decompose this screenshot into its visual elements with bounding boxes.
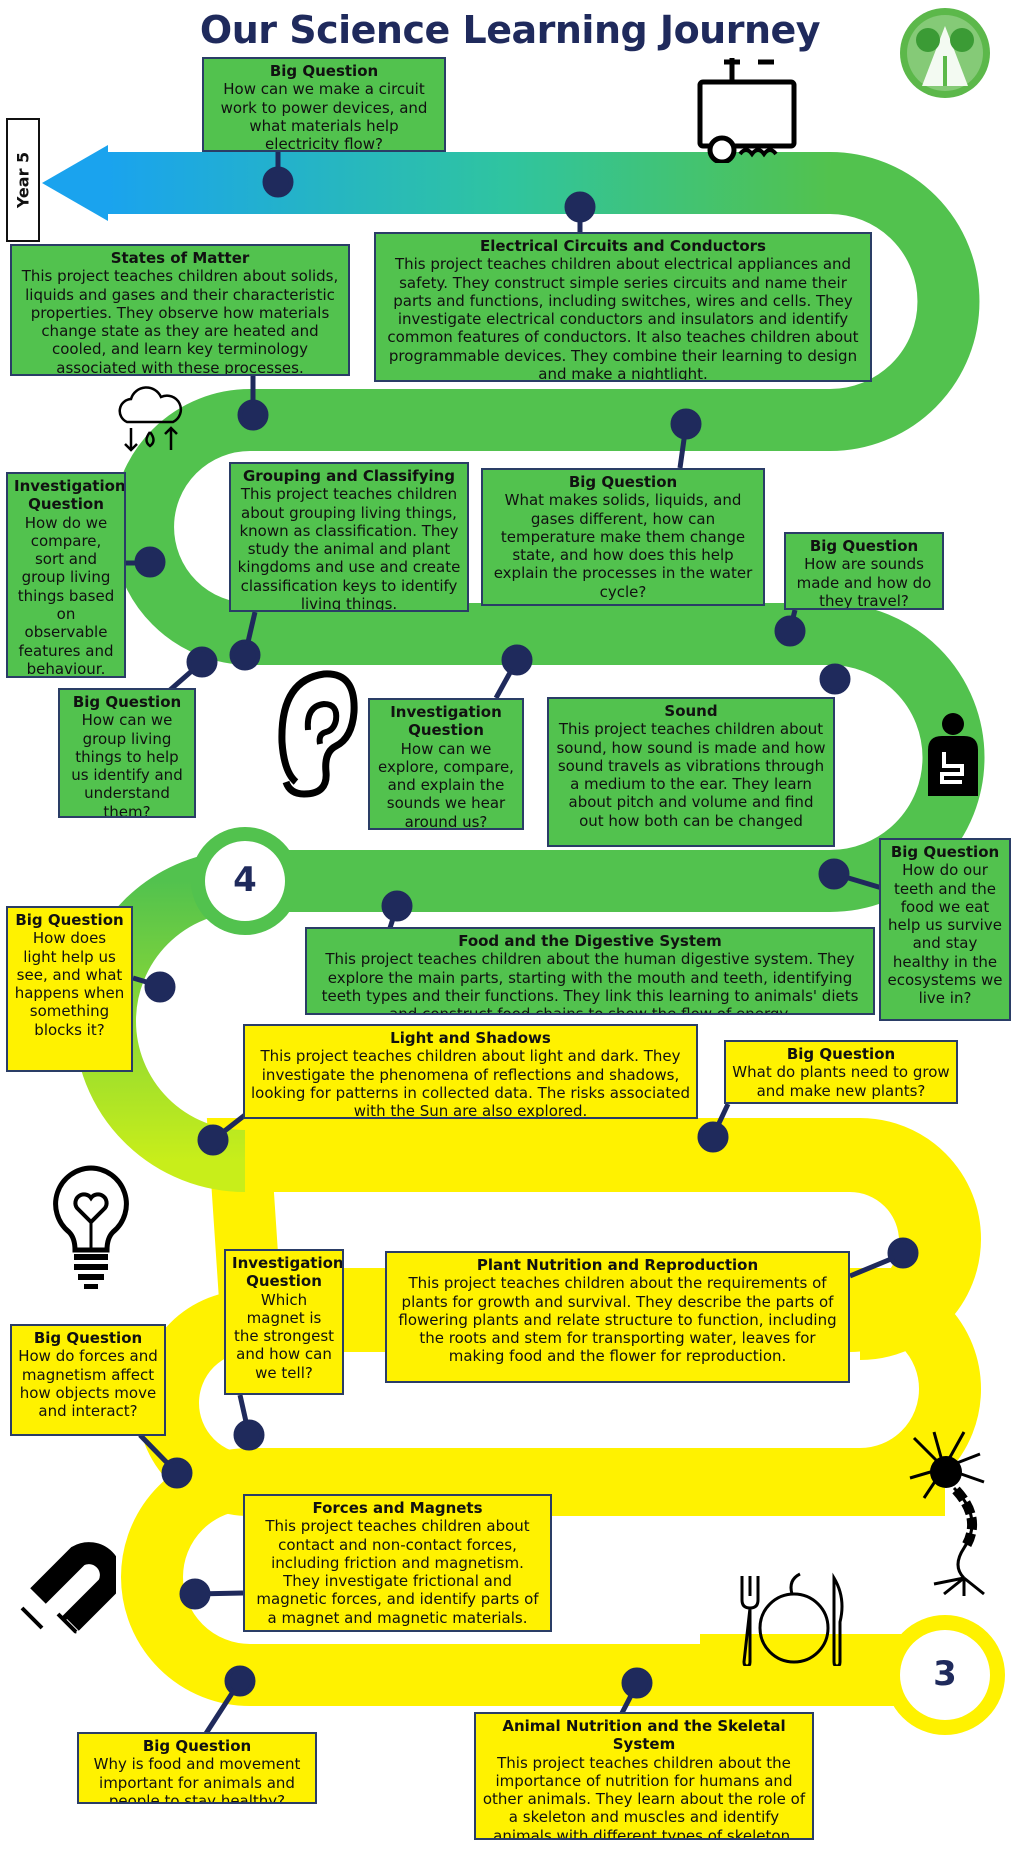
digestive-system-icon xyxy=(928,713,978,796)
box-heading: Big Question xyxy=(72,693,182,711)
box-text: This project teaches children about soli… xyxy=(21,267,339,376)
path-start-arrow xyxy=(108,152,830,214)
box-heading: Investigation Question xyxy=(14,477,126,514)
circuit-battery-icon xyxy=(697,58,797,163)
box-heading: Big Question xyxy=(809,537,919,555)
box-heading: Big Question xyxy=(15,911,124,929)
box-text: This project teaches children about cont… xyxy=(256,1517,539,1627)
investigation-question-magnet: Investigation Question Which magnet is t… xyxy=(224,1249,344,1395)
box-text: This project teaches children about soun… xyxy=(556,720,826,830)
box-text: How can we explore, compare, and explain… xyxy=(378,739,514,830)
box-heading: Sound xyxy=(664,702,718,720)
box-text: What makes solids, liquids, and gases di… xyxy=(493,491,753,601)
box-text: How does light help us see, and what hap… xyxy=(14,929,125,1039)
box-heading: States of Matter xyxy=(110,249,250,267)
box-text: How can we make a circuit work to power … xyxy=(220,80,428,152)
box-heading: Big Question xyxy=(786,1045,896,1063)
box-text: This project teaches children about the … xyxy=(482,1753,806,1840)
box-heading: Food and the Digestive System xyxy=(458,932,722,950)
lightbulb-heart-icon xyxy=(53,1165,129,1289)
neuron-icon xyxy=(909,1431,985,1596)
states-of-matter-card: States of Matter This project teaches ch… xyxy=(10,244,350,376)
magnet-icon xyxy=(20,1542,116,1634)
box-heading: Big Question xyxy=(142,1737,252,1755)
big-question-teeth: Big Question How do our teeth and the fo… xyxy=(879,838,1011,1021)
box-heading: Big Question xyxy=(568,473,678,491)
box-heading: Big Question xyxy=(33,1329,143,1347)
milestone-4-label: 4 xyxy=(233,860,257,900)
box-text: This project teaches children about the … xyxy=(398,1274,837,1366)
box-text: How do our teeth and the food we eat hel… xyxy=(887,861,1003,1008)
box-text: This project teaches children about grou… xyxy=(237,485,461,612)
cutlery-plate-icon xyxy=(740,1572,844,1666)
big-question-forces: Big Question How do forces and magnetism… xyxy=(10,1324,166,1436)
arrow-head xyxy=(42,145,108,221)
big-question-states: Big Question What makes solids, liquids,… xyxy=(481,468,765,606)
plant-nutrition-card: Plant Nutrition and Reproduction This pr… xyxy=(385,1251,850,1383)
box-text: How do we compare, sort and group living… xyxy=(17,513,115,678)
pin-group xyxy=(126,148,919,1737)
box-heading: Investigation Question xyxy=(390,703,502,740)
box-heading: Grouping and Classifying xyxy=(242,467,456,485)
page-title: Our Science Learning Journey xyxy=(199,8,821,52)
investigation-question-sounds: Investigation Question How can we explor… xyxy=(368,698,524,830)
investigation-question-sorting: Investigation Question How do we compare… xyxy=(6,472,126,678)
box-heading: Forces and Magnets xyxy=(312,1499,483,1517)
box-heading: Big Question xyxy=(269,62,379,80)
box-text: How do forces and magnetism affect how o… xyxy=(18,1347,158,1421)
sound-card: Sound This project teaches children abou… xyxy=(547,697,835,847)
cloud-rain-icon xyxy=(118,386,183,452)
big-question-food: Big Question Why is food and movement im… xyxy=(77,1732,317,1804)
tree-logo-icon xyxy=(900,8,990,98)
box-text: What do plants need to grow and make new… xyxy=(732,1063,950,1100)
big-question-plants: Big Question What do plants need to grow… xyxy=(724,1040,958,1104)
box-text: Why is food and movement important for a… xyxy=(93,1755,301,1804)
box-text: Which magnet is the strongest and how ca… xyxy=(233,1290,335,1382)
box-text: This project teaches children about the … xyxy=(321,950,859,1015)
box-text: This project teaches children about ligh… xyxy=(251,1047,690,1119)
animal-nutrition-card: Animal Nutrition and the Skeletal System… xyxy=(474,1712,814,1840)
box-heading: Investigation Question xyxy=(232,1254,344,1291)
ear-icon xyxy=(278,670,358,798)
light-shadows-card: Light and Shadows This project teaches c… xyxy=(243,1024,698,1119)
box-heading: Light and Shadows xyxy=(390,1029,551,1047)
box-text: How can we group living things to help u… xyxy=(71,711,183,818)
electrical-circuits-card: Electrical Circuits and Conductors This … xyxy=(374,232,872,382)
box-heading: Big Question xyxy=(890,843,1000,861)
box-text: How are sounds made and how do they trav… xyxy=(796,555,932,610)
box-heading: Electrical Circuits and Conductors xyxy=(480,237,766,255)
grouping-classifying-card: Grouping and Classifying This project te… xyxy=(229,462,469,612)
box-text: This project teaches children about elec… xyxy=(387,255,859,382)
forces-magnets-card: Forces and Magnets This project teaches … xyxy=(243,1494,552,1632)
box-heading: Plant Nutrition and Reproduction xyxy=(476,1256,759,1274)
year-label-text: Year 5 xyxy=(13,151,33,209)
big-question-sounds: Big Question How are sounds made and how… xyxy=(784,532,944,610)
big-question-light: Big Question How does light help us see,… xyxy=(6,906,133,1072)
big-question-grouping: Big Question How can we group living thi… xyxy=(58,688,196,818)
box-heading: Animal Nutrition and the Skeletal System xyxy=(502,1717,786,1754)
milestone-3-label: 3 xyxy=(933,1654,957,1694)
year-label: Year 5 xyxy=(6,118,40,242)
digestive-system-card: Food and the Digestive System This proje… xyxy=(305,927,875,1015)
big-question-circuits: Big Question How can we make a circuit w… xyxy=(202,57,446,152)
